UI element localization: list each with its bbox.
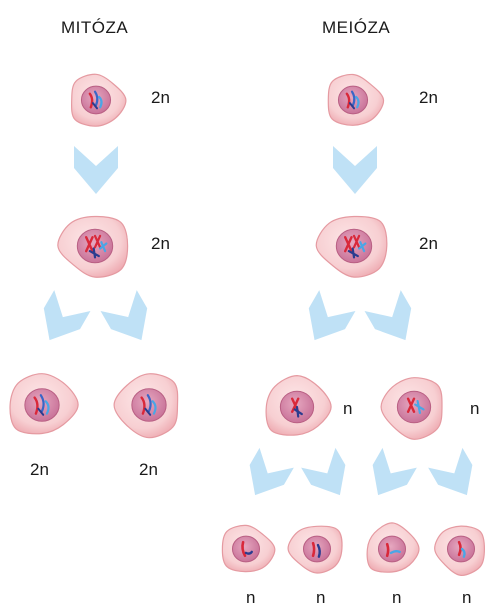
arrow-shape [74, 146, 118, 194]
meiosis-parent-cell [328, 74, 383, 125]
nucleus [132, 389, 166, 422]
meiosis-1-cell-1 [266, 376, 331, 436]
ploidy-label-mitosis-daughter-2: 2n [139, 460, 158, 479]
arrow-meiosis-1-left [296, 290, 355, 350]
arrow-shape [301, 448, 357, 505]
ploidy-label-gamete-3: n [392, 588, 401, 607]
meiosis-1-cell-2 [381, 378, 442, 440]
arrow-mitosis-down [74, 146, 118, 194]
ploidy-label-meiosis-1-cell-1: n [343, 399, 352, 418]
gamete-cell-3 [367, 523, 419, 572]
meiosis-replicated-cell [316, 216, 387, 277]
arrow-shape [365, 290, 424, 350]
arrow-meiosis-1-right [365, 290, 424, 350]
gamete-cell-1 [222, 525, 274, 571]
nucleus [81, 86, 110, 114]
arrow-meiosis-down [333, 146, 377, 194]
mitosis-daughter-cell-2 [114, 374, 178, 438]
ploidy-label-gamete-2: n [316, 588, 325, 607]
arrow-shape [333, 146, 377, 194]
nucleus [338, 86, 367, 114]
ploidy-label-mitosis-daughter-1: 2n [30, 460, 49, 479]
gamete-cell-4 [435, 526, 485, 575]
mitosis-parent-cell [72, 74, 126, 126]
ploidy-label-meiosis-parent: 2n [419, 88, 438, 107]
ploidy-label-gamete-4: n [462, 588, 471, 607]
arrows-layer [31, 146, 484, 505]
nucleus [303, 536, 330, 562]
arrow-meiosis-2-d [428, 448, 484, 505]
gamete-cell-2 [288, 526, 342, 573]
arrow-shape [428, 448, 484, 505]
ploidy-label-mitosis-replicated: 2n [151, 234, 170, 253]
ploidy-label-mitosis-parent: 2n [151, 88, 170, 107]
nucleus [378, 536, 405, 562]
arrow-meiosis-2-b [301, 448, 357, 505]
ploidy-label-meiosis-replicated: 2n [419, 234, 438, 253]
mitosis-daughter-cell-1 [10, 374, 78, 434]
ploidy-label-gamete-1: n [246, 588, 255, 607]
meiosis-heading: MEIÓZA [322, 18, 390, 37]
mitosis-heading: MITÓZA [61, 18, 128, 37]
mitosis-replicated-cell [58, 216, 128, 277]
nucleus [25, 389, 59, 422]
arrow-meiosis-2-a [238, 448, 294, 505]
arrow-shape [31, 290, 90, 350]
nucleus [232, 536, 259, 562]
arrow-mitosis-right [101, 290, 160, 350]
arrow-shape [101, 290, 160, 350]
arrow-mitosis-left [31, 290, 90, 350]
arrow-shape [296, 290, 355, 350]
arrow-shape [238, 448, 294, 505]
nucleus [397, 391, 430, 423]
arrow-shape [361, 448, 417, 505]
ploidy-label-meiosis-1-cell-2: n [470, 399, 479, 418]
arrow-meiosis-2-c [361, 448, 417, 505]
